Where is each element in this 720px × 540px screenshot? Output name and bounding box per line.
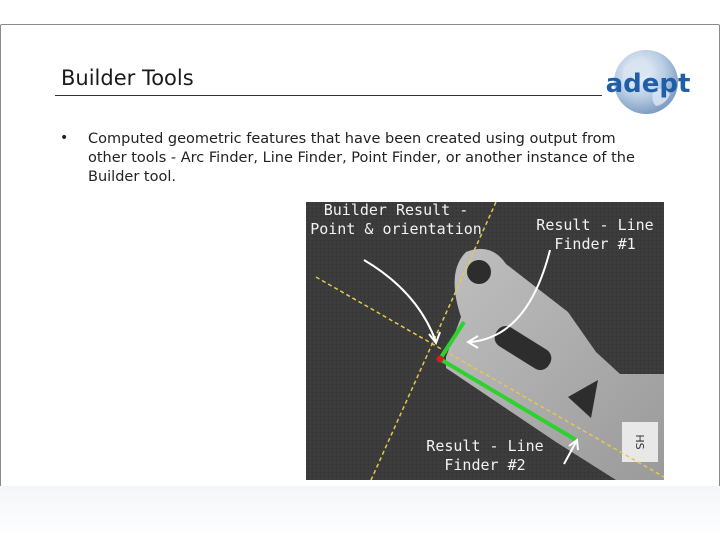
guide-line-horizontal bbox=[315, 276, 664, 478]
label-line-finder-1: Result - Line Finder #1 bbox=[536, 216, 654, 253]
part-label-sticker bbox=[622, 422, 658, 462]
bullet-text: Computed geometric features that have be… bbox=[88, 131, 635, 185]
slide-title: Builder Tools bbox=[61, 66, 194, 90]
line-finder-1-result bbox=[438, 320, 466, 361]
footer-decoration bbox=[0, 486, 720, 540]
part-hole bbox=[467, 260, 491, 284]
part-photo: HS bbox=[306, 202, 664, 480]
label-builder-result: Builder Result - Point & orientation bbox=[310, 201, 482, 238]
part-triangle-cutout bbox=[568, 380, 598, 418]
globe-icon bbox=[614, 50, 678, 114]
guide-line-vertical bbox=[370, 202, 497, 480]
adept-logo: adept bbox=[606, 50, 691, 114]
bullet-marker: • bbox=[60, 130, 69, 146]
part-stamp: HS bbox=[633, 434, 646, 449]
logo-text: adept bbox=[606, 69, 691, 99]
arrow-line-finder-1 bbox=[469, 249, 551, 343]
part-slot bbox=[494, 326, 552, 370]
line-finder-2-result bbox=[438, 357, 578, 442]
metal-part bbox=[446, 248, 664, 480]
arrow-builder bbox=[363, 259, 437, 343]
title-underline bbox=[55, 95, 602, 96]
builder-result-point bbox=[436, 355, 444, 363]
arrow-line-finder-2 bbox=[563, 441, 577, 465]
label-line-finder-2: Result - Line Finder #2 bbox=[426, 437, 544, 474]
